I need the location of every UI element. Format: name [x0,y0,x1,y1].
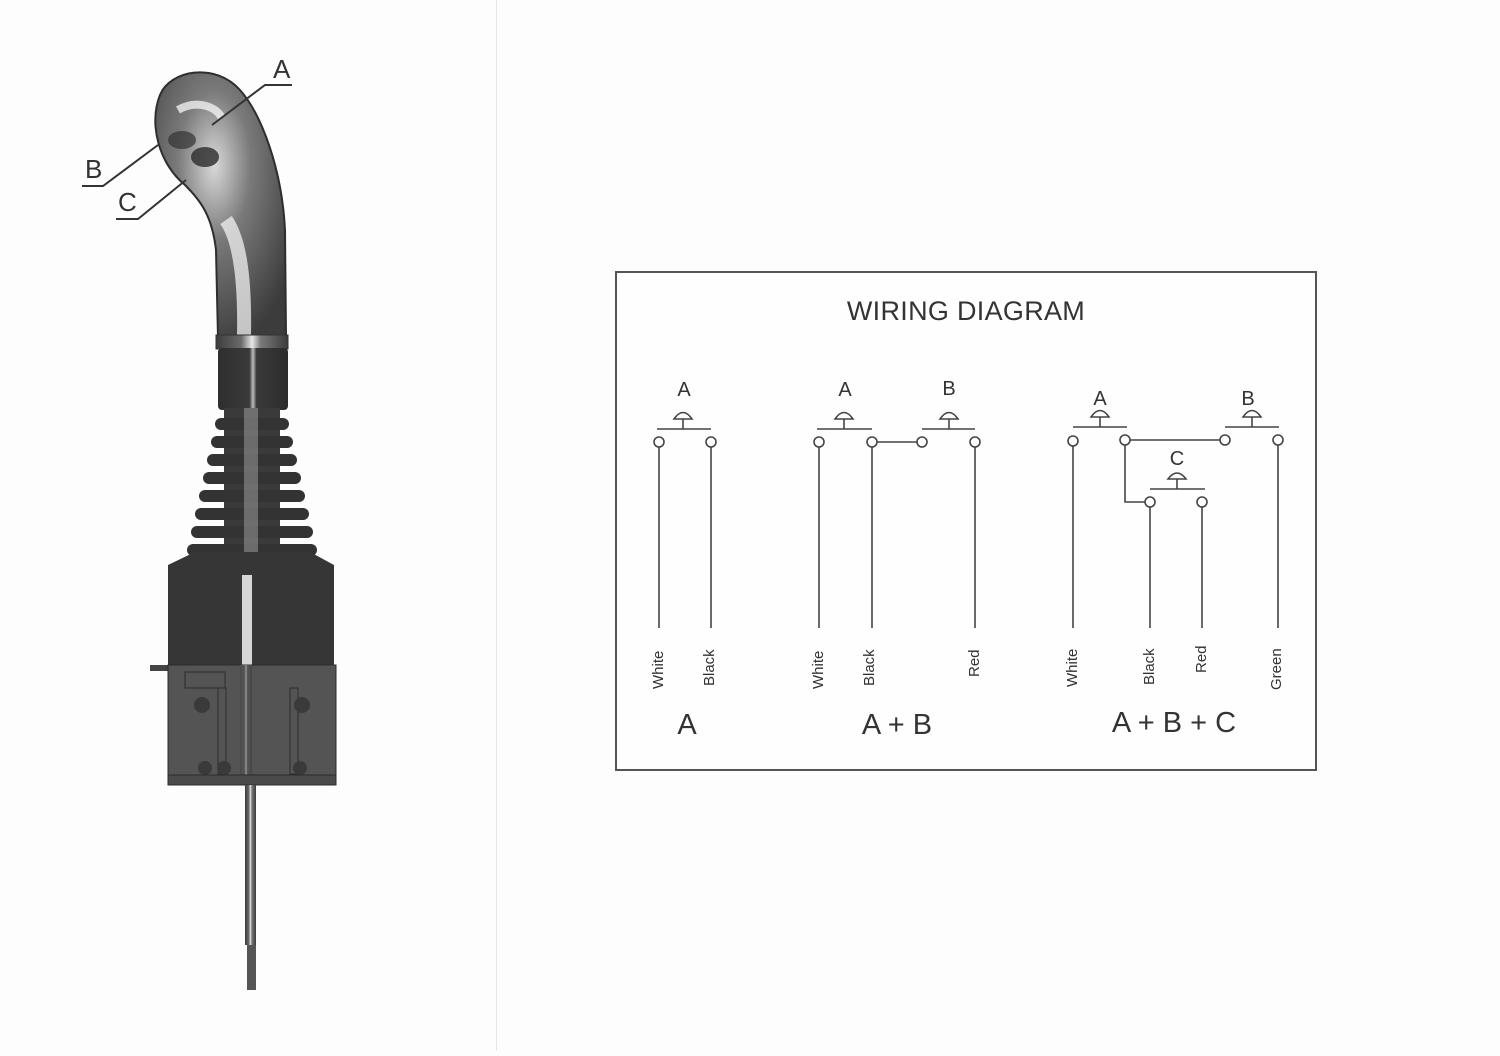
switch-label-a-config1: A [677,379,691,401]
mounting-tab [150,665,170,671]
callout-line-a [211,84,292,126]
joystick-illustration: A B C [0,0,480,1051]
wire-label-white-config2: White [810,650,827,689]
button-b [168,131,196,149]
wiring-schematic [653,409,1284,628]
wire-label-green-config3: Green [1268,648,1285,690]
switch-label-a-config2: A [838,379,852,401]
wire-label-red-config2: Red [966,649,983,677]
callout-lines [82,84,292,220]
wire-label-white-config3: White [1064,648,1081,687]
wire-label-white-config1: White [650,650,667,689]
wire-label-black-config3: Black [1141,648,1158,685]
switch-label-a-config3: A [1093,388,1107,410]
output-shaft [245,785,256,945]
callout-label-a: A [273,54,291,84]
callout-label-c: C [118,187,137,217]
callout-label-b: B [85,154,103,184]
config-label-a: A [677,709,697,741]
switch-a-config3 [1073,409,1127,428]
callout-line-b [82,144,159,187]
callout-line-c [116,179,187,220]
button-c [191,147,219,167]
config-label-a-b-c: A + B + C [1111,707,1237,739]
switch-a-config1 [657,411,711,430]
wiring-diagram-title: WIRING DIAGRAM [846,296,1086,326]
switch-a-config2 [817,411,872,430]
switch-label-b-config3: B [1241,388,1255,410]
switch-b-config2 [922,411,975,430]
config-label-a-b: A + B [861,709,933,741]
wire-label-black-config2: Black [861,649,878,686]
switch-c-config3 [1150,472,1205,490]
rubber-bellows [187,408,317,558]
wiring-diagram-panel: WIRING DIAGRAM [615,271,1317,771]
wire-label-black-config1: Black [701,649,718,686]
switch-label-c-config3: C [1169,448,1185,470]
joystick-drawing [82,71,337,990]
wire-label-red-config3: Red [1193,645,1210,673]
page-fold-line [496,0,497,1051]
switch-b-config3 [1225,409,1279,428]
switch-label-b-config2: B [942,378,956,400]
